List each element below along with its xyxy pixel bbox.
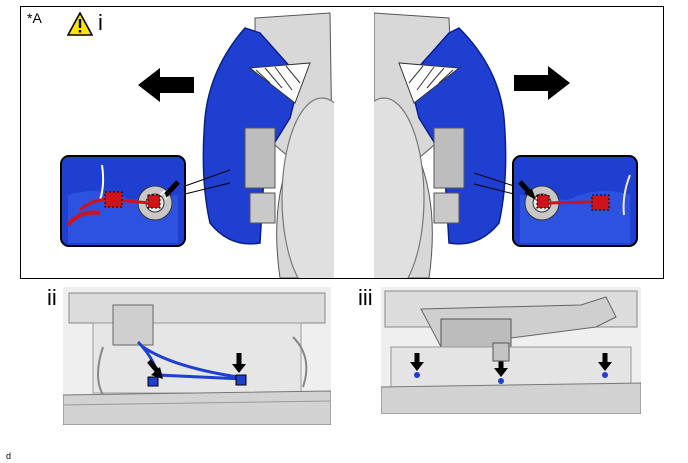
panel-a-frame bbox=[20, 6, 664, 279]
left-headlight-illustration bbox=[60, 8, 334, 278]
figure-code: d bbox=[6, 451, 12, 461]
caution-triangle-icon bbox=[67, 12, 93, 36]
left-connector-inset bbox=[60, 155, 186, 247]
step-ii-label: ii bbox=[47, 285, 57, 310]
panel-a-label: *A bbox=[27, 10, 42, 26]
right-connector-inset bbox=[512, 155, 638, 247]
right-headlight-illustration bbox=[374, 8, 630, 278]
step-iii-label: iii bbox=[358, 285, 373, 310]
arrow-left-icon bbox=[138, 68, 194, 102]
step-i-label: i bbox=[98, 10, 103, 35]
panel-ii-illustration bbox=[63, 287, 331, 425]
panel-iii-illustration bbox=[381, 287, 641, 414]
arrow-right-icon bbox=[514, 66, 570, 100]
